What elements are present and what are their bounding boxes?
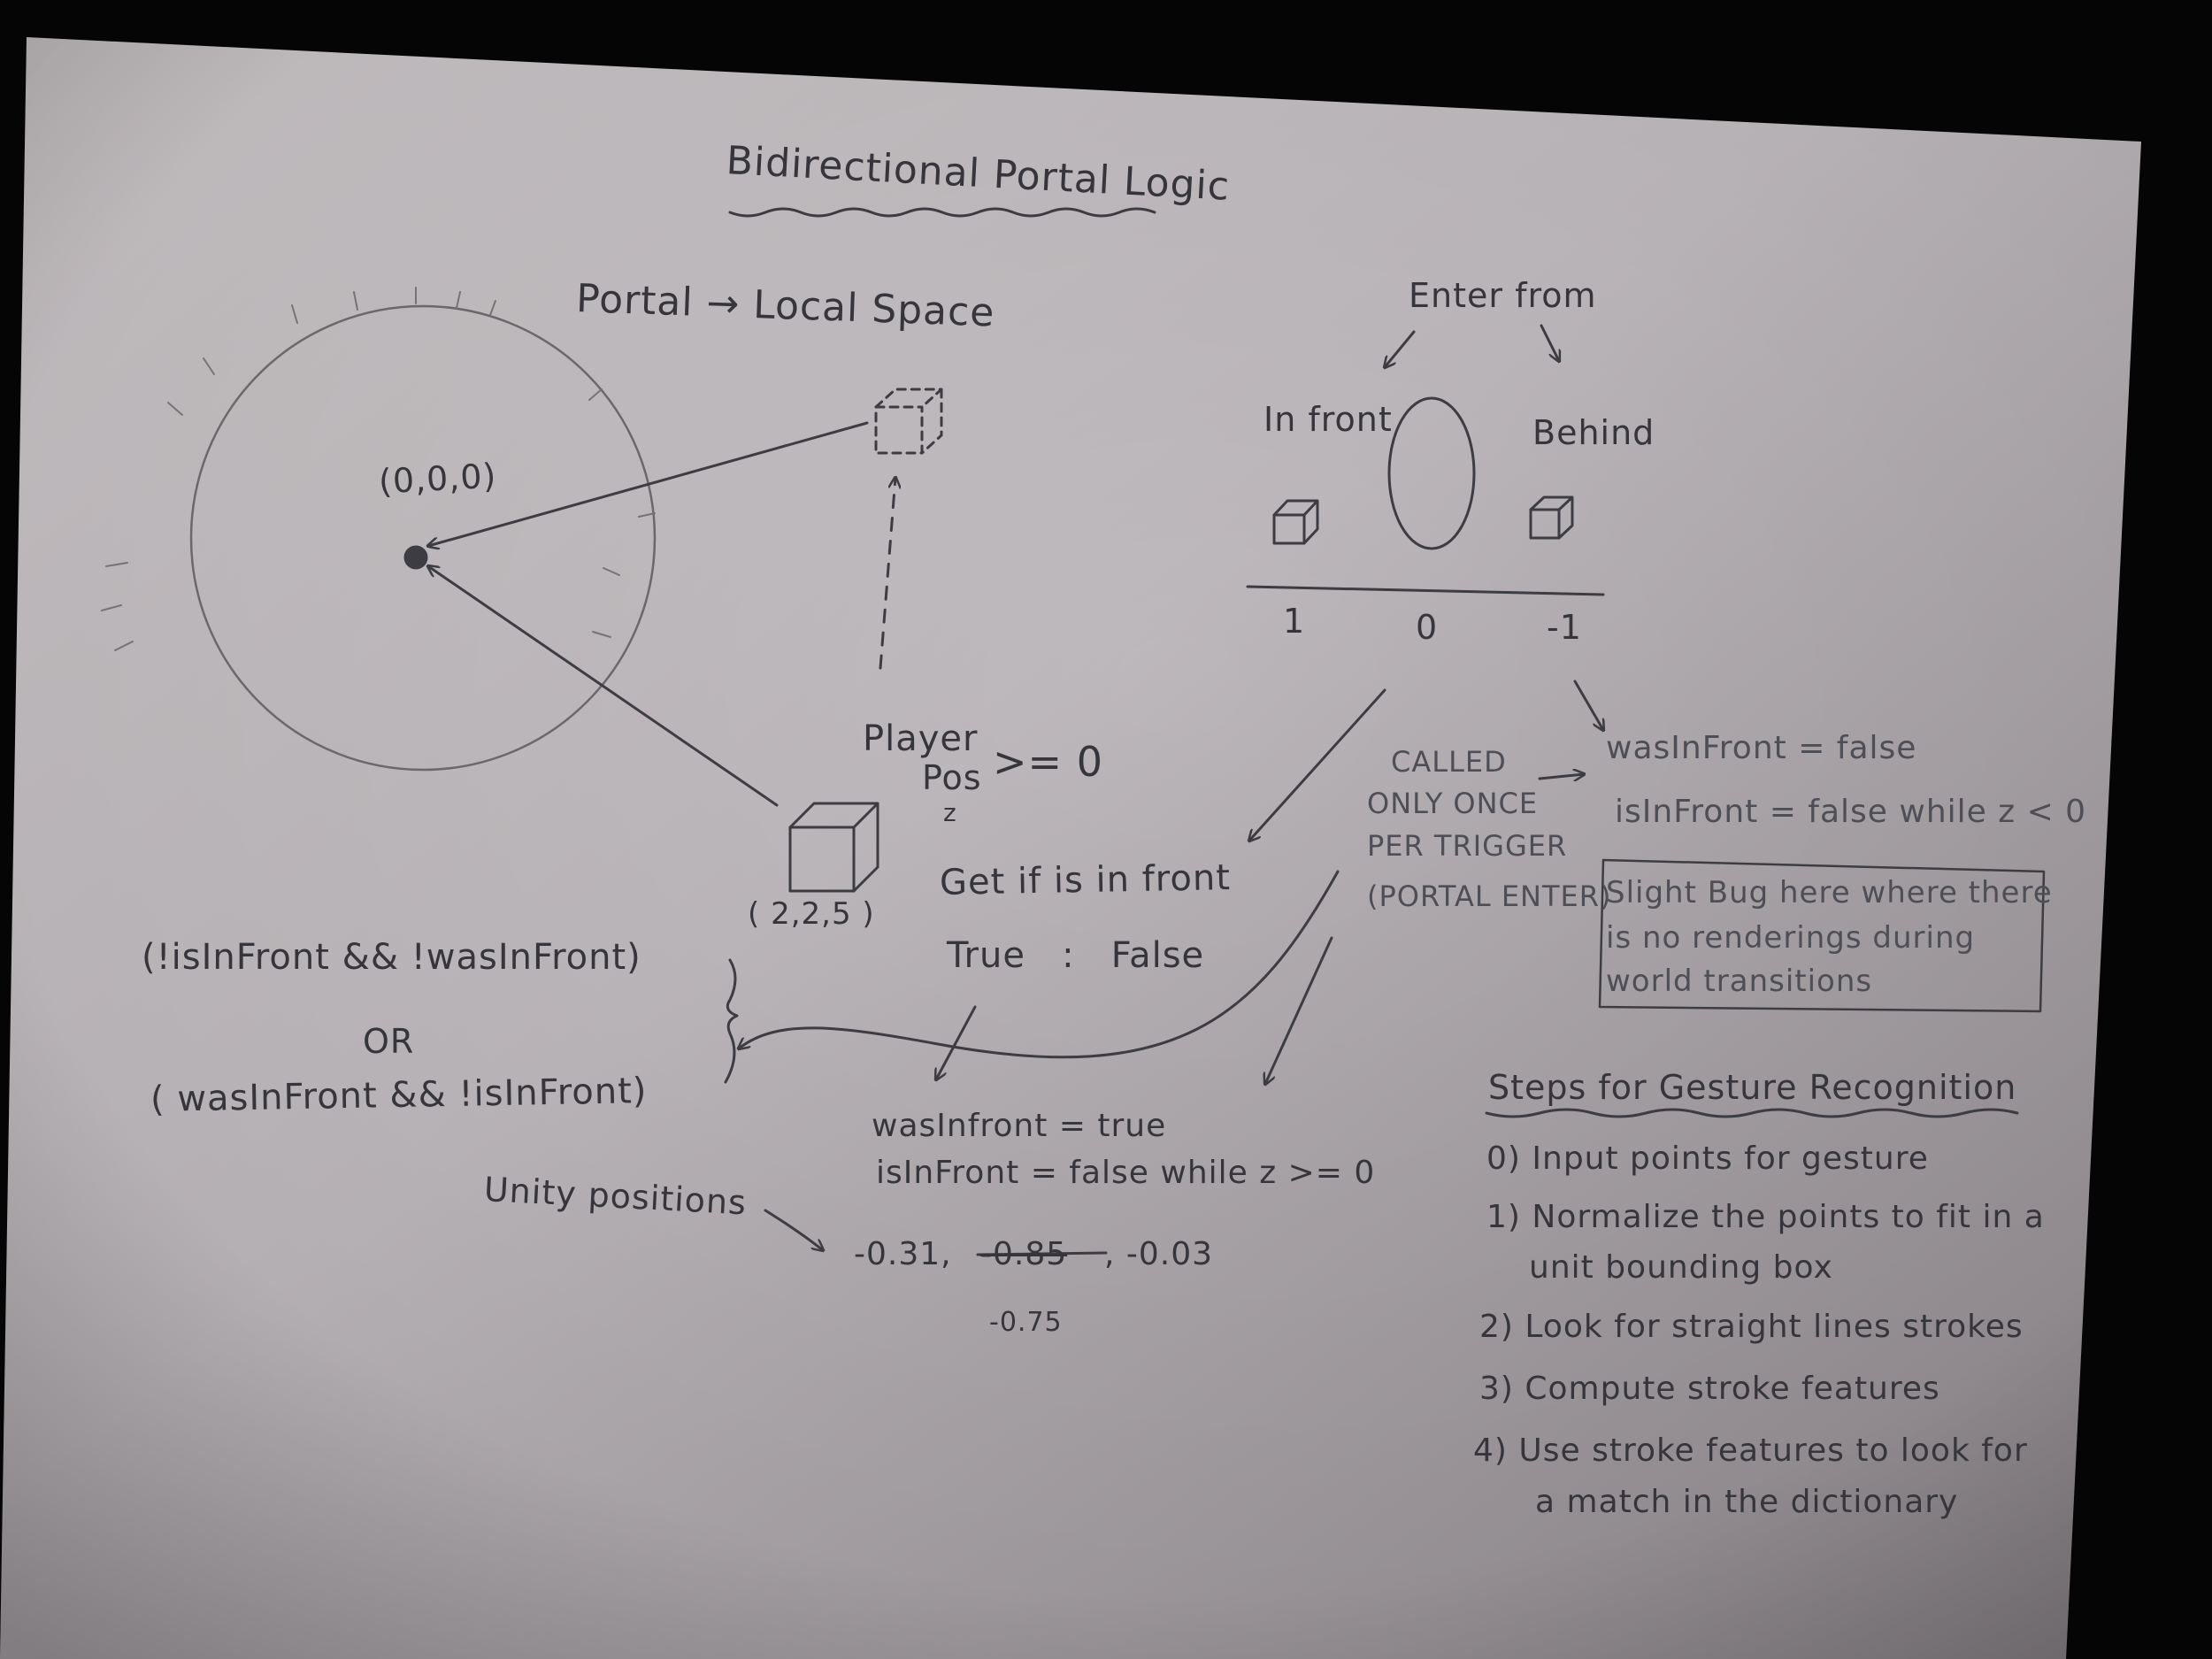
true-false-outcomes: True : False (947, 935, 1205, 976)
behind-label: Behind (1532, 413, 1655, 452)
false-branch-line-1: wasInFront = false (1606, 730, 1917, 766)
unity-values-b: , -0.03 (1104, 1236, 1214, 1272)
axis-label-1: 1 (1283, 602, 1306, 641)
bug-note-box (1598, 858, 2046, 1013)
portalenter-down-arrow (1265, 936, 1333, 1084)
false-branch-line-2: isInFront = false while z < 0 (1615, 794, 2087, 830)
behind-cube (1529, 495, 1574, 540)
strike-line (976, 1251, 1108, 1256)
ghost-cube (874, 388, 943, 455)
unity-arrow (764, 1209, 823, 1250)
gesture-step-2: 2) Look for straight lines strokes (1479, 1309, 2024, 1345)
gesture-heading: Steps for Gesture Recognition (1488, 1068, 2017, 1107)
wavy-arrow (739, 870, 1340, 1059)
bug-note-line-1: Slight Bug here where there (1606, 875, 2053, 910)
true-branch-line-1: wasInfront = true (872, 1108, 1167, 1144)
condition-line-2: ( wasInFront && !isInFront) (150, 1071, 648, 1120)
enter-from-label: Enter from (1409, 276, 1597, 315)
infront-cube (1272, 499, 1319, 545)
unity-values-a: -0.31, (854, 1236, 952, 1272)
title-underline (728, 207, 1156, 218)
player-coords: ( 2,2,5 ) (748, 896, 875, 932)
bug-note-line-3: world transitions (1606, 964, 1873, 999)
axis-line (1246, 585, 1605, 596)
player-cube-arrow (428, 566, 779, 807)
condition-line-1: (!isInFront && !wasInFront) (142, 937, 641, 978)
gesture-step-3: 3) Compute stroke features (1479, 1371, 1940, 1407)
unity-value-struck: -0.85 (980, 1236, 1068, 1272)
called-note-line-2: ONLY ONCE (1367, 787, 1539, 820)
enter-right-arrow (1540, 324, 1559, 361)
enter-left-arrow (1385, 330, 1416, 367)
condition-or: OR (363, 1022, 415, 1061)
z-label: z (943, 798, 957, 827)
called-note-line-1: CALLED (1391, 745, 1507, 779)
axis-label-0: 0 (1416, 608, 1439, 647)
pos-label: Pos (922, 758, 982, 797)
gesture-step-4-cont: a match in the dictionary (1535, 1484, 1959, 1520)
gesture-step-1-cont: unit bounding box (1529, 1249, 1833, 1286)
called-arrow (1538, 774, 1584, 779)
unity-value-c: -0.75 (989, 1307, 1063, 1338)
axis-label-neg1: -1 (1547, 608, 1582, 647)
true-arrow (936, 1005, 977, 1079)
called-note-line-4: (PORTAL ENTER) (1367, 879, 1612, 913)
gesture-underline (1485, 1108, 2019, 1118)
portal-scribbles (101, 287, 656, 651)
in-front-label: In front (1263, 400, 1393, 439)
origin-label: (0,0,0) (377, 456, 498, 502)
called-note-line-3: PER TRIGGER (1367, 829, 1568, 863)
true-branch-line-2: isInFront = false while z >= 0 (876, 1155, 1376, 1191)
ghost-cube-arrow (428, 421, 869, 546)
get-if-in-front: Get if is in front (939, 857, 1232, 903)
infront-arrow (1249, 688, 1386, 841)
origin-dot (403, 545, 428, 570)
player-label: Player (863, 718, 979, 759)
dashed-up-arrow (879, 478, 895, 670)
gesture-step-4: 4) Use stroke features to look for (1473, 1432, 2028, 1469)
behind-arrow (1573, 680, 1603, 730)
right-portal-ellipse (1387, 396, 1476, 550)
bug-note-line-2: is no renderings during (1606, 920, 1976, 956)
gesture-step-0: 0) Input points for gesture (1486, 1141, 1929, 1177)
player-cube (788, 802, 879, 893)
condition-brace (724, 958, 739, 1084)
portal-circle (189, 304, 657, 772)
gesture-step-1: 1) Normalize the points to fit in a (1486, 1199, 2045, 1235)
condition-label: >= 0 (993, 738, 1103, 786)
